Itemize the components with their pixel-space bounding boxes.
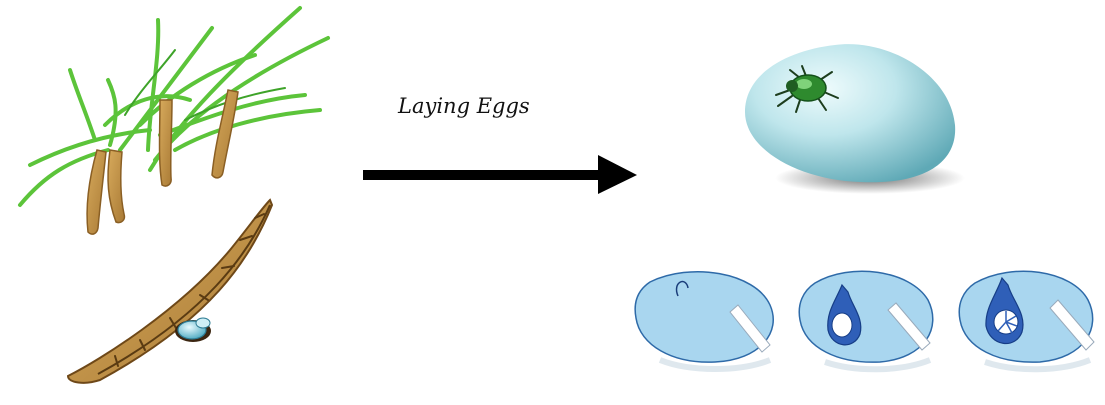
grass-with-pods-icon <box>20 8 328 234</box>
egg-cell-icon <box>635 271 1094 369</box>
arrow-label: Laying Eggs <box>398 94 530 118</box>
laying-eggs-arrow <box>363 155 637 194</box>
egg-icon <box>745 44 965 194</box>
